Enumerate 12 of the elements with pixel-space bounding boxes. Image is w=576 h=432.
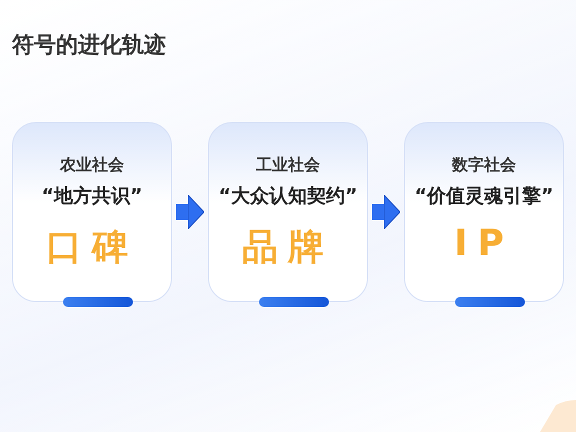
era-heading: 农业社会 <box>60 155 124 174</box>
quote-text: “价值灵魂引擎” <box>414 185 554 207</box>
era-heading: 数字社会 <box>452 155 516 174</box>
quote-text: “地方共识” <box>42 185 142 207</box>
era-heading: 工业社会 <box>256 155 320 174</box>
title: 符号的进化轨迹 <box>12 32 166 60</box>
keyword: 口碑 <box>46 227 138 268</box>
arrow <box>176 194 204 230</box>
quote-text: “大众认知契约” <box>218 185 358 207</box>
keyword: 品牌 <box>242 227 334 268</box>
arrow <box>372 194 400 230</box>
keyword: IP <box>454 223 514 264</box>
